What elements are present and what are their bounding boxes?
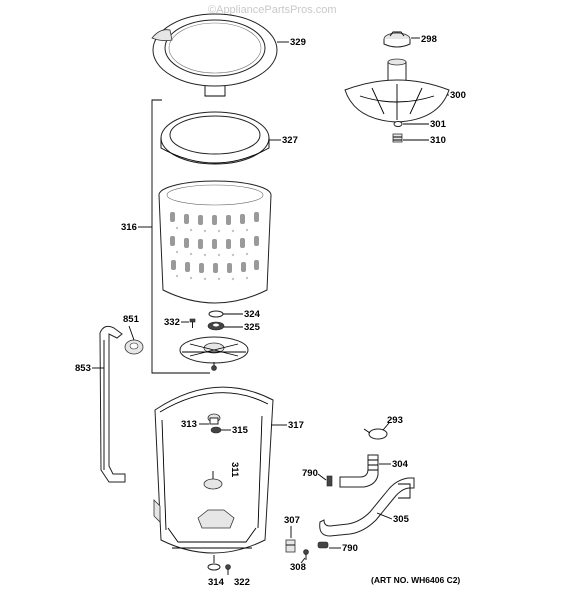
label-332[interactable]: 332 — [164, 317, 180, 328]
wash-basket[interactable] — [158, 180, 272, 304]
label-304[interactable]: 304 — [392, 459, 409, 470]
part-329-tub-cover[interactable] — [151, 13, 278, 97]
part-314-ring[interactable] — [207, 563, 221, 571]
leader-851 — [128, 325, 135, 341]
part-790-clip-lower[interactable] — [317, 541, 329, 549]
part-310-bolt[interactable] — [392, 133, 403, 143]
part-300-impeller[interactable] — [344, 58, 450, 123]
label-322[interactable]: 322 — [234, 577, 250, 588]
part-308-screw[interactable] — [303, 549, 309, 561]
part-301-washer[interactable] — [393, 121, 403, 127]
label-298[interactable]: 298 — [421, 34, 437, 45]
label-300[interactable]: 300 — [450, 90, 466, 101]
part-305-drain-hose[interactable] — [319, 477, 415, 537]
label-317[interactable]: 317 — [288, 420, 304, 431]
label-314[interactable]: 314 — [208, 577, 225, 588]
part-853-suspension-rod[interactable] — [99, 325, 126, 483]
label-853[interactable]: 853 — [75, 363, 91, 374]
part-313-seal[interactable] — [207, 413, 221, 425]
part-332-screw[interactable] — [189, 318, 196, 328]
label-790-upper[interactable]: 790 — [302, 468, 318, 479]
label-315[interactable]: 315 — [232, 425, 249, 436]
part-327-balance-ring[interactable] — [160, 111, 270, 165]
part-293-hose-clamp[interactable] — [363, 428, 388, 440]
label-307[interactable]: 307 — [284, 515, 300, 526]
hub-flange[interactable] — [179, 336, 249, 371]
label-301[interactable]: 301 — [430, 119, 447, 130]
watermark-text: ©AppliancePartsPros.com — [208, 4, 337, 16]
label-790-lower[interactable]: 790 — [342, 543, 358, 554]
assembly-bracket-316 — [151, 99, 210, 374]
leader-305 — [376, 512, 393, 520]
label-310[interactable]: 310 — [430, 135, 446, 146]
label-325[interactable]: 325 — [244, 322, 261, 333]
part-307-bracket[interactable] — [285, 539, 296, 553]
label-327[interactable]: 327 — [282, 135, 298, 146]
leader-790-upper — [317, 473, 327, 481]
part-298-agitator-cap[interactable] — [383, 31, 411, 48]
part-304-hose-elbow[interactable] — [339, 454, 379, 488]
part-325-nut[interactable] — [207, 321, 225, 331]
label-329[interactable]: 329 — [290, 37, 306, 48]
part-311-tub-seal[interactable] — [203, 471, 223, 490]
label-293[interactable]: 293 — [387, 415, 403, 426]
leader-293 — [382, 422, 390, 431]
part-315-washer[interactable] — [210, 426, 222, 434]
label-313[interactable]: 313 — [181, 419, 197, 430]
part-851-grommet[interactable] — [124, 339, 144, 355]
label-311[interactable]: 311 — [229, 462, 240, 478]
art-number: (ART NO. WH6406 C2) — [371, 575, 460, 585]
part-317-outer-tub[interactable] — [153, 386, 274, 554]
part-324-washer[interactable] — [208, 310, 224, 318]
label-316[interactable]: 316 — [121, 222, 137, 233]
part-790-clip-upper[interactable] — [326, 475, 333, 487]
label-308[interactable]: 308 — [290, 562, 306, 573]
label-851[interactable]: 851 — [123, 314, 140, 325]
leader-308 — [300, 557, 306, 564]
label-324[interactable]: 324 — [244, 309, 261, 320]
label-305[interactable]: 305 — [393, 514, 410, 525]
part-322-screw[interactable] — [225, 564, 231, 576]
